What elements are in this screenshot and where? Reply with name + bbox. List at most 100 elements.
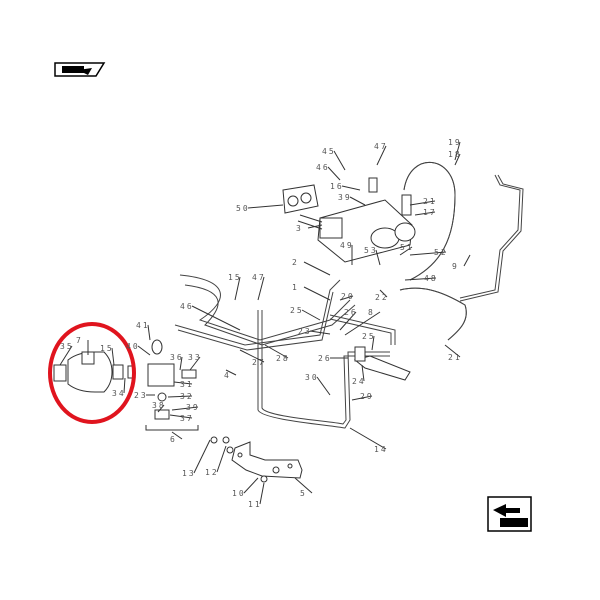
callout-label: 46 (316, 163, 330, 172)
leader-line (404, 277, 437, 281)
leader-line (409, 251, 447, 256)
callout-label: 16 (330, 182, 344, 191)
callout-label: 46 (180, 302, 194, 311)
gasket-plate (282, 184, 319, 214)
callout-label: 27 (252, 358, 266, 367)
leader-line (344, 311, 381, 336)
callout-label: 39 (338, 193, 352, 202)
leader-line (247, 204, 284, 209)
callout-label: 21 (423, 197, 437, 206)
leader-line (301, 309, 321, 321)
callout-label: 26 (344, 308, 358, 317)
valve-body (297, 177, 416, 263)
leader-line (351, 395, 373, 401)
leader-line (193, 439, 211, 474)
mounting-bracket (231, 441, 303, 483)
page-turn-icon[interactable] (487, 496, 532, 532)
callout-label: 34 (112, 389, 126, 398)
tractor-section-icon[interactable] (54, 62, 106, 77)
callout-label: 52 (434, 248, 448, 257)
leader-line (444, 344, 461, 358)
leader-line (234, 276, 241, 301)
callout-label: 31 (180, 380, 194, 389)
leader-line (137, 345, 151, 356)
callout-label: 28 (276, 354, 290, 363)
callout-label: 13 (182, 469, 196, 478)
leader-line (327, 166, 341, 181)
leader-line (341, 185, 361, 191)
leader-line (257, 276, 265, 301)
leader-line (191, 305, 241, 331)
callout-label: 30 (305, 373, 319, 382)
callout-label: 29 (360, 392, 374, 401)
leader-line (239, 349, 265, 363)
callout-label: 39 (186, 403, 200, 412)
leader-line (349, 427, 387, 450)
callout-label: 4 (224, 371, 231, 380)
callout-label: 17 (423, 208, 437, 217)
leader-line (294, 477, 313, 494)
callout-label: 21 (448, 353, 462, 362)
leader-line (409, 200, 436, 206)
leader-line (216, 445, 227, 473)
leader-line (375, 249, 381, 266)
leader-line (169, 414, 193, 419)
callout-label: 33 (188, 353, 202, 362)
callout-label: 53 (364, 246, 378, 255)
leader-line (147, 324, 151, 341)
leader-line (316, 376, 331, 396)
leader-line (59, 345, 73, 366)
callout-label: 36 (170, 353, 184, 362)
callout-label: 10 (232, 489, 246, 498)
leader-line (339, 295, 354, 301)
highlight-circle (48, 322, 136, 424)
leader-line (379, 289, 388, 298)
callout-label: 15 (100, 344, 114, 353)
leader-line (307, 224, 323, 229)
callout-label: 45 (322, 147, 336, 156)
leader-line (454, 141, 461, 161)
leader-line (303, 261, 331, 276)
callout-label: 24 (352, 377, 366, 386)
callout-label: 14 (374, 445, 388, 454)
callout-label: 51 (400, 243, 414, 252)
callout-label: 37 (180, 414, 194, 423)
leader-line (189, 356, 201, 371)
callout-label: 20 (341, 292, 355, 301)
callout-label: 25 (290, 306, 304, 315)
leader-line (243, 477, 259, 494)
leader-line (339, 311, 357, 331)
leader-line (264, 344, 289, 359)
callout-label: 6 (170, 435, 177, 444)
callout-label: 47 (252, 273, 266, 282)
callout-label: 15 (228, 273, 242, 282)
leader-line (111, 347, 115, 366)
callout-label: 2 (292, 258, 299, 267)
callout-label: 22 (375, 293, 389, 302)
leader-line (349, 196, 366, 206)
leader-line (157, 404, 165, 413)
leader-line (179, 356, 183, 371)
leader-line (463, 254, 471, 267)
leader-line (259, 482, 265, 505)
leader-line (454, 153, 461, 166)
leader-line (333, 150, 346, 171)
leader-line (399, 246, 413, 256)
callout-label: 32 (180, 392, 194, 401)
callout-label: 9 (452, 262, 459, 271)
leader-line (309, 330, 331, 335)
leader-line (361, 364, 365, 382)
callout-label: 48 (424, 274, 438, 283)
leader-line (376, 145, 387, 166)
callout-label: 41 (136, 321, 150, 330)
leader-line (171, 431, 183, 440)
callout-label: 35 (60, 342, 74, 351)
callout-label: 23 (298, 327, 312, 336)
leader-line (167, 395, 193, 398)
callout-label: 18 (448, 150, 462, 159)
callout-label: 12 (205, 468, 219, 477)
leader-line (414, 211, 436, 216)
callout-label: 8 (368, 308, 375, 317)
callout-label: 23 (134, 391, 148, 400)
